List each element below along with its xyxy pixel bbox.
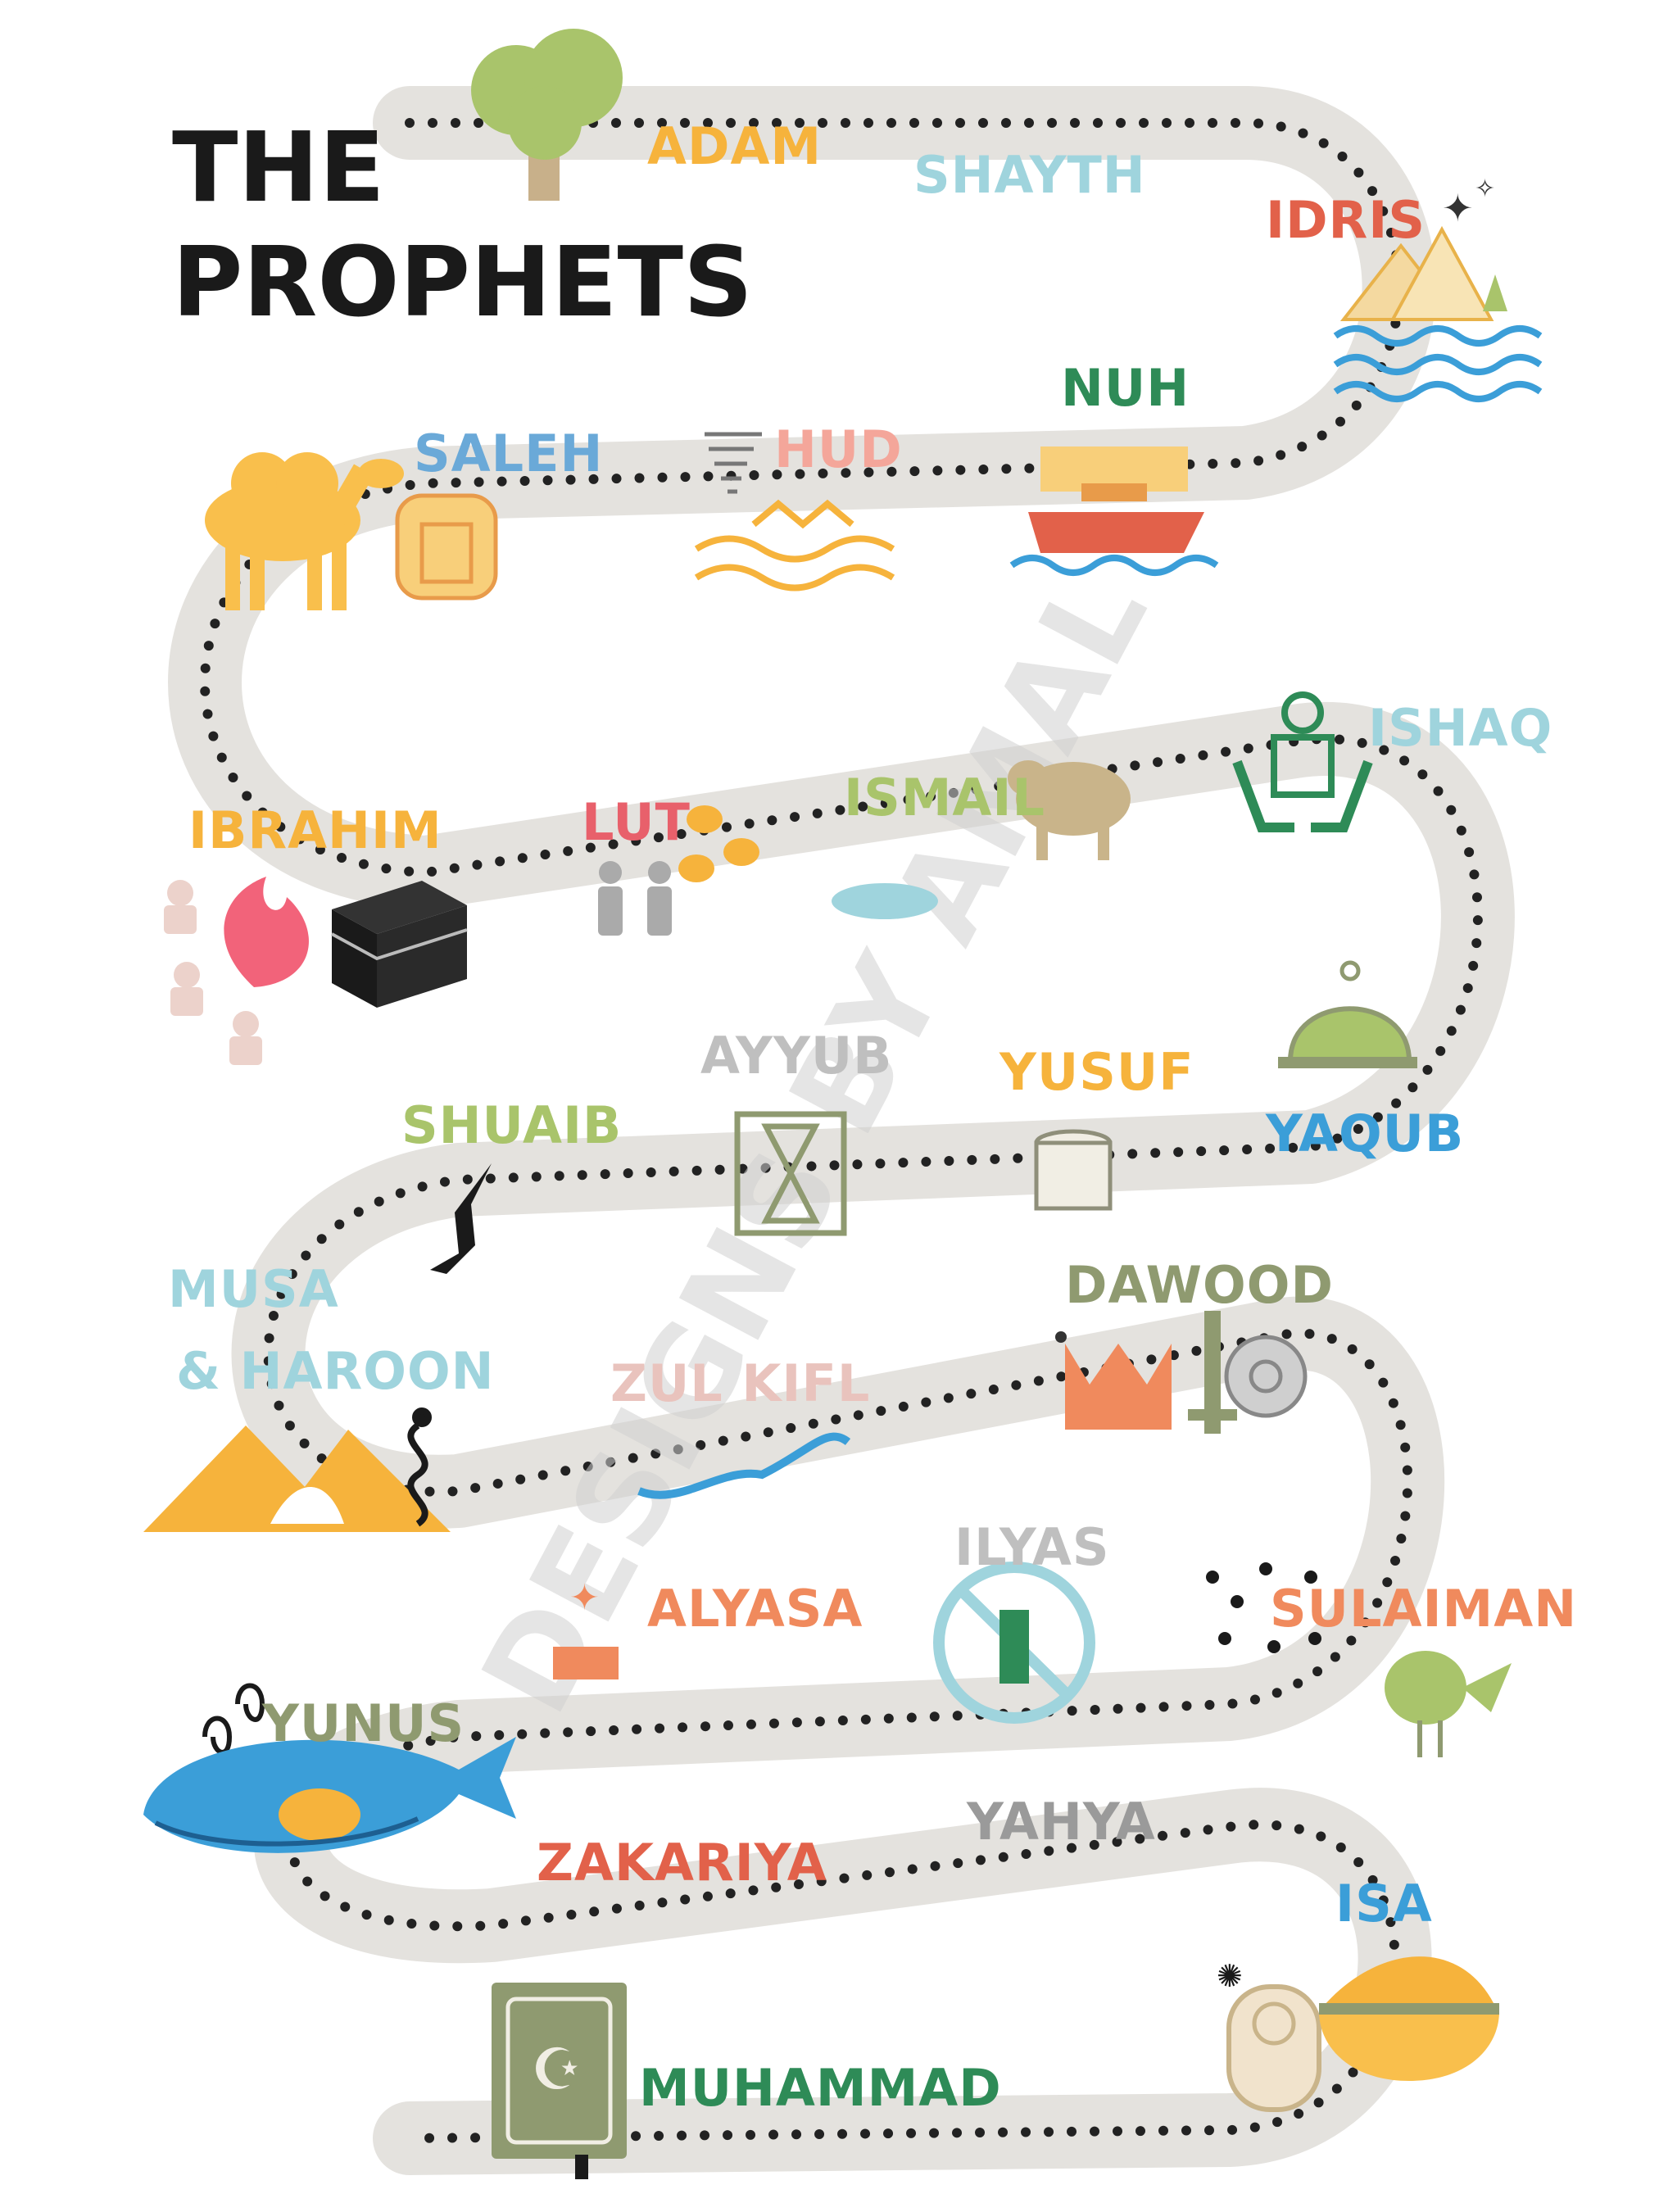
title-line-2: PROPHETS xyxy=(172,225,753,338)
hands-baby-icon xyxy=(1232,691,1373,832)
label-yahya: YAHYA xyxy=(966,1792,1156,1852)
ark-icon xyxy=(1009,446,1219,576)
stars-icon: ✦ ✧ xyxy=(1442,175,1495,230)
camel-icon xyxy=(205,452,404,610)
people-icon xyxy=(598,861,672,936)
well-icon xyxy=(1034,1129,1113,1211)
stones-icon xyxy=(678,805,759,882)
healing-hand-icon: ✦ xyxy=(553,1577,619,1679)
label-zul-kifl: ZUL KIFL xyxy=(610,1353,870,1413)
idols-icon xyxy=(164,880,262,1065)
label-ismail: ISMAIL xyxy=(844,768,1045,827)
snake-icon xyxy=(407,1407,432,1527)
prophet-labels: ADAM SHAYTH IDRIS NUH HUD SALEH IBRAHIM … xyxy=(168,116,1577,2118)
label-yunus: YUNUS xyxy=(261,1693,465,1753)
label-isa: ISA xyxy=(1335,1874,1433,1933)
svg-text:✧: ✧ xyxy=(1475,175,1495,203)
zamzam-icon xyxy=(832,883,938,919)
tree-icon xyxy=(471,29,623,201)
hourglass-icon xyxy=(734,1111,847,1236)
crown-icon xyxy=(1055,1331,1172,1430)
label-ilyas: ILYAS xyxy=(954,1517,1110,1577)
crack-icon xyxy=(430,1163,492,1274)
shield-icon xyxy=(1224,1335,1308,1418)
tornado-icon xyxy=(705,432,762,494)
label-yusuf: YUSUF xyxy=(999,1042,1194,1102)
mountains-water-icon xyxy=(1333,225,1543,402)
label-muhammad: MUHAMMAD xyxy=(639,2058,1002,2118)
label-musa: MUSA xyxy=(168,1259,339,1319)
title-line-1: THE xyxy=(172,111,385,224)
swirls-icon xyxy=(202,1683,265,1755)
bird-icon xyxy=(1385,1651,1512,1757)
pyramids-icon xyxy=(143,1426,451,1532)
sword-icon xyxy=(1188,1311,1237,1434)
kaaba-icon xyxy=(331,881,468,1008)
calligraphy-icon xyxy=(637,1432,851,1499)
label-dawood: DAWOOD xyxy=(1065,1255,1334,1315)
cradle-icon xyxy=(1319,1956,1499,2081)
ants-icon xyxy=(1206,1562,1321,1653)
whale-icon xyxy=(143,1737,516,1853)
label-adam: ADAM xyxy=(647,116,822,176)
label-ibrahim: IBRAHIM xyxy=(188,800,442,860)
label-hud: HUD xyxy=(774,419,903,479)
no-idol-icon xyxy=(933,1562,1095,1724)
svg-text:☪: ☪ xyxy=(531,2036,582,2103)
petra-icon xyxy=(395,493,498,601)
label-sulaiman: SULAIMAN xyxy=(1270,1579,1577,1639)
svg-text:✦: ✦ xyxy=(569,1577,600,1619)
label-alyasa: ALYASA xyxy=(647,1579,863,1639)
svg-text:✦: ✦ xyxy=(1442,186,1474,230)
ram-icon xyxy=(1008,760,1131,860)
label-nuh: NUH xyxy=(1061,358,1190,418)
dome-icon xyxy=(1278,960,1417,1068)
label-zakariya: ZAKARIYA xyxy=(537,1833,827,1892)
label-ishaq: ISHAQ xyxy=(1368,698,1552,758)
label-saleh: SALEH xyxy=(414,424,603,483)
baby-icon: ✺ xyxy=(1217,1958,1321,2112)
label-shuaib: SHUAIB xyxy=(401,1095,622,1155)
label-yaqub: YAQUB xyxy=(1265,1104,1464,1163)
label-ayyub: AYYUB xyxy=(700,1026,892,1086)
label-shayth: SHAYTH xyxy=(913,145,1146,205)
svg-text:✺: ✺ xyxy=(1217,1958,1243,1994)
sand-waves-icon xyxy=(694,499,895,592)
quran-icon: ☪ xyxy=(492,1983,627,2179)
label-haroon: & HAROON xyxy=(176,1341,495,1401)
fire-icon xyxy=(224,877,309,987)
label-idris: IDRIS xyxy=(1266,190,1426,250)
label-lut: LUT xyxy=(582,792,691,852)
